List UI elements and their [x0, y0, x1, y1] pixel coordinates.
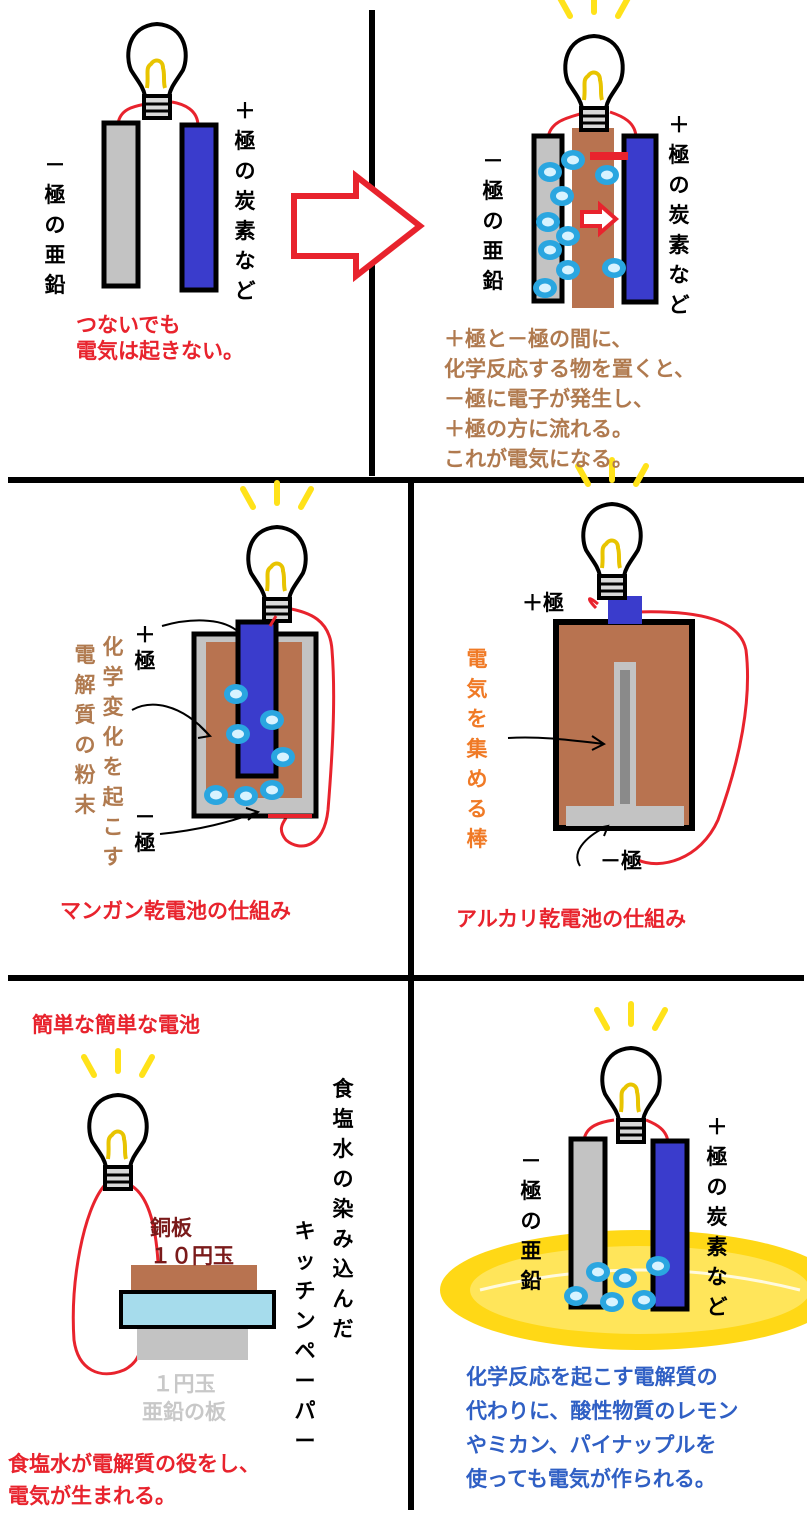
panel1-minus-label: －極の亜鉛 [44, 153, 66, 297]
panel3-reaction-label: 化学変化を起こす [102, 635, 124, 869]
panel4-alkaline-battery [507, 460, 749, 867]
panel-dividers [8, 10, 804, 1510]
panel1-circuit [101, 22, 219, 293]
panel3-manganese-battery [131, 483, 336, 848]
panel5-title: 簡単な簡単な電池 [32, 1013, 200, 1037]
panel5-paper-label: キッチンペーパー [294, 1219, 316, 1453]
panel3-minus-label: －極 [134, 805, 156, 855]
panel2-caption: ＋極と－極の間に、 化学反応する物を置くと、 －極に電子が発生し、 ＋極の方に流… [444, 327, 696, 471]
panel4-caption: アルカリ乾電池の仕組み [456, 907, 687, 931]
panel5-salt-label: 食塩水の染み込んだ [332, 1077, 354, 1341]
panel3-electrolyte-label: 電解質の粉末 [74, 643, 96, 817]
panel6-plus-label: ＋極の炭素など [706, 1115, 728, 1319]
panel5-zinc-label: １円玉 亜鉛の板 [142, 1372, 226, 1424]
panel5-coin-battery [71, 1051, 276, 1376]
panel2-plus-label: ＋極の炭素など [668, 113, 690, 317]
panel4-minus-label: －極 [600, 849, 642, 873]
panel6-minus-label: －極の亜鉛 [520, 1149, 542, 1293]
panel5-caption: 食塩水が電解質の役をし、 電気が生まれる。 [8, 1452, 260, 1508]
panel6-caption: 化学反応を起こす電解質の 代わりに、酸性物質のレモン やミカン、パイナップルを … [466, 1365, 739, 1491]
panel5-copper-label: 銅板 １０円玉 [150, 1216, 234, 1268]
panel6-lemon-battery [440, 1004, 807, 1350]
panel1-plus-label: ＋極の炭素など [234, 99, 256, 303]
panel3-plus-label: ＋極 [134, 623, 156, 673]
panel2-circuit [531, 0, 659, 308]
panel4-rod-label: 電気を集める棒 [466, 647, 488, 851]
right-arrow [291, 169, 425, 283]
panel4-plus-label: ＋極 [522, 591, 564, 615]
panel3-caption: マンガン乾電池の仕組み [60, 899, 291, 923]
panel1-caption: つないでも 電気は起きない。 [76, 313, 244, 363]
panel2-minus-label: －極の亜鉛 [482, 149, 504, 293]
